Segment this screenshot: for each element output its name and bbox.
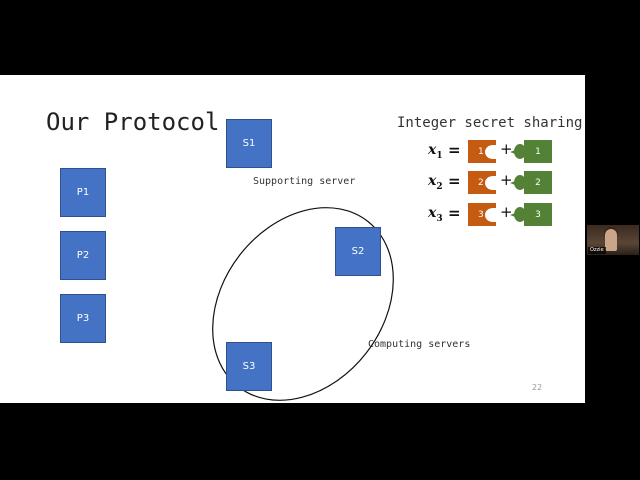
share-notch (485, 145, 501, 159)
server-s1: S1 (226, 119, 272, 168)
speaker-name-tag: Ozzie (588, 247, 606, 254)
slide-title: Our Protocol (46, 108, 220, 136)
party-p2: P2 (60, 231, 106, 280)
party-p1: P1 (60, 168, 106, 217)
slide-number: 22 (532, 383, 543, 392)
party-p3: P3 (60, 294, 106, 343)
share-notch (485, 176, 501, 190)
share-piece-green: 3 (524, 203, 552, 226)
equals-sign: = (448, 141, 461, 159)
server-s2: S2 (335, 227, 381, 276)
share-variable: x3 (428, 205, 443, 224)
presentation-slide: Our Protocol Integer secret sharing S1 S… (0, 75, 585, 403)
share-piece-green: 2 (524, 171, 552, 194)
equals-sign: = (448, 172, 461, 190)
speaker-webcam-thumbnail[interactable]: Ozzie (587, 225, 639, 255)
slide-subtitle: Integer secret sharing (397, 115, 583, 131)
share-tab (514, 207, 526, 222)
share-tab (514, 175, 526, 190)
share-tab (514, 144, 526, 159)
supporting-server-label: Supporting server (253, 176, 356, 187)
computing-servers-label: Computing servers (368, 339, 471, 350)
plus-sign: + (500, 140, 513, 158)
share-variable: x1 (428, 142, 443, 161)
share-notch (485, 208, 501, 222)
share-piece-green: 1 (524, 140, 552, 163)
server-s3: S3 (226, 342, 272, 391)
share-variable: x2 (428, 173, 443, 192)
equals-sign: = (448, 204, 461, 222)
plus-sign: + (500, 171, 513, 189)
speaker-figure (605, 229, 617, 251)
plus-sign: + (500, 203, 513, 221)
